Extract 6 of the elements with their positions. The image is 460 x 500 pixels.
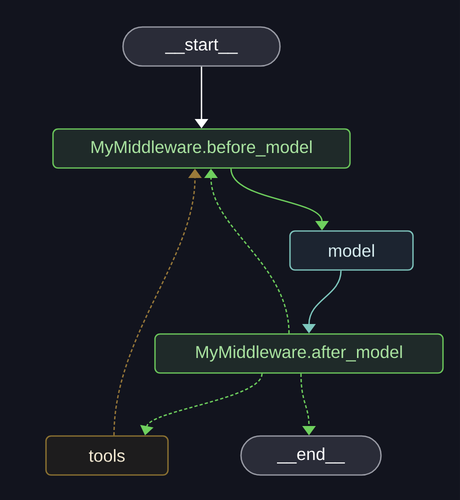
process-box: model (289, 230, 414, 271)
terminal-node: __start__ (122, 26, 281, 67)
process-box: tools (45, 435, 169, 476)
process-box: MyMiddleware.before_model (52, 128, 351, 169)
process-box: MyMiddleware.after_model (154, 333, 444, 374)
terminal-node: __end__ (240, 435, 382, 476)
